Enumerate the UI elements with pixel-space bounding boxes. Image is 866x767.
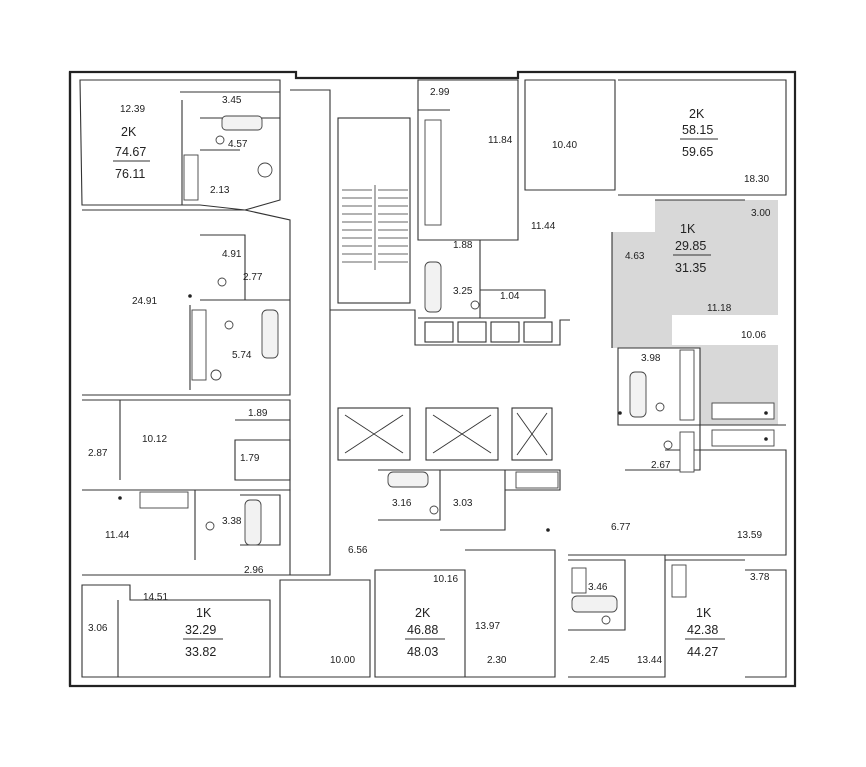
room-area: 2.13 xyxy=(210,185,230,196)
apartment-area: 32.29 xyxy=(185,623,216,637)
staircase xyxy=(337,117,411,304)
room-area: 11.44 xyxy=(531,221,556,232)
bathtubs xyxy=(221,115,647,613)
elevators xyxy=(337,407,553,461)
room-area: 10.12 xyxy=(142,434,167,445)
building-outline xyxy=(68,70,797,688)
room-area: 3.98 xyxy=(641,353,661,364)
room-labels: 12.39 3.45 4.57 2.13 24.91 4.91 2.77 5.7… xyxy=(88,87,771,666)
apartment-label-2k-right[interactable]: 2K 58.15 59.65 xyxy=(680,107,718,159)
apartment-total-area: 76.11 xyxy=(115,167,145,181)
room-area: 3.25 xyxy=(453,286,473,297)
room-area: 4.91 xyxy=(222,249,242,260)
room-area: 2.96 xyxy=(244,565,264,576)
apartment-label-1k-bottom-right[interactable]: 1K 42.38 44.27 xyxy=(685,606,725,659)
room-area: 2.77 xyxy=(243,272,263,283)
room-area: 2.87 xyxy=(88,448,108,459)
room-area: 24.91 xyxy=(132,296,157,307)
room-area: 3.00 xyxy=(751,208,771,219)
apartment-area: 42.38 xyxy=(687,623,718,637)
interior-walls xyxy=(79,79,787,678)
apartment-type: 2K xyxy=(121,125,137,139)
apartment-area: 29.85 xyxy=(675,239,706,253)
apartment-total-area: 31.35 xyxy=(675,261,706,275)
room-area: 1.04 xyxy=(500,291,520,302)
room-area: 1.79 xyxy=(240,453,260,464)
storage-cells xyxy=(424,321,553,343)
room-area: 2.99 xyxy=(430,87,450,98)
room-area: 1.89 xyxy=(248,408,268,419)
room-area: 2.45 xyxy=(590,655,610,666)
room-area: 6.77 xyxy=(611,522,631,533)
room-area: 13.44 xyxy=(637,655,662,666)
room-area: 3.45 xyxy=(222,95,242,106)
apartment-area: 46.88 xyxy=(407,623,438,637)
apartment-type: 1K xyxy=(696,606,712,620)
room-area: 3.16 xyxy=(392,498,412,509)
room-area: 13.59 xyxy=(737,530,762,541)
room-area: 3.03 xyxy=(453,498,473,509)
room-area: 4.63 xyxy=(625,251,645,262)
room-area: 2.30 xyxy=(487,655,507,666)
room-area: 1.88 xyxy=(453,240,473,251)
kitchen-fixtures xyxy=(139,119,775,625)
apartment-type: 1K xyxy=(680,222,696,236)
room-area: 3.06 xyxy=(88,623,108,634)
room-area: 11.84 xyxy=(488,135,513,146)
room-area: 14.51 xyxy=(143,592,168,603)
room-area: 6.56 xyxy=(348,545,368,556)
apartment-total-area: 33.82 xyxy=(185,645,216,659)
apartment-label-2k-left[interactable]: 2K 74.67 76.11 xyxy=(113,125,150,181)
room-area: 3.38 xyxy=(222,516,242,527)
apartment-type: 2K xyxy=(689,107,705,121)
highlighted-apartment-1k[interactable] xyxy=(612,200,778,425)
apartment-area: 74.67 xyxy=(115,145,146,159)
room-area: 3.46 xyxy=(588,582,608,593)
apartment-area: 58.15 xyxy=(682,123,713,137)
apartment-total-area: 44.27 xyxy=(687,645,718,659)
apartment-type: 2K xyxy=(415,606,431,620)
room-area: 3.78 xyxy=(750,572,770,583)
apartment-label-2k-bottom[interactable]: 2K 46.88 48.03 xyxy=(405,606,445,659)
room-area: 10.16 xyxy=(433,574,458,585)
room-area: 10.06 xyxy=(741,330,766,341)
room-area: 5.74 xyxy=(232,350,252,361)
room-area: 10.00 xyxy=(330,655,355,666)
apartment-total-area: 48.03 xyxy=(407,645,438,659)
apartment-total-area: 59.65 xyxy=(682,145,713,159)
apartment-type: 1K xyxy=(196,606,212,620)
room-area: 12.39 xyxy=(120,104,145,115)
room-area: 2.67 xyxy=(651,460,671,471)
room-area: 18.30 xyxy=(744,174,769,185)
apartment-label-1k-bottom-left[interactable]: 1K 32.29 33.82 xyxy=(183,606,223,659)
room-area: 11.18 xyxy=(707,303,732,314)
apartment-label-1k-highlighted[interactable]: 1K 29.85 31.35 xyxy=(673,222,711,275)
room-area: 4.57 xyxy=(228,139,248,150)
room-area: 13.97 xyxy=(475,621,500,632)
room-area: 10.40 xyxy=(552,140,577,151)
entrance-markers xyxy=(118,294,768,532)
room-area: 11.44 xyxy=(105,530,130,541)
